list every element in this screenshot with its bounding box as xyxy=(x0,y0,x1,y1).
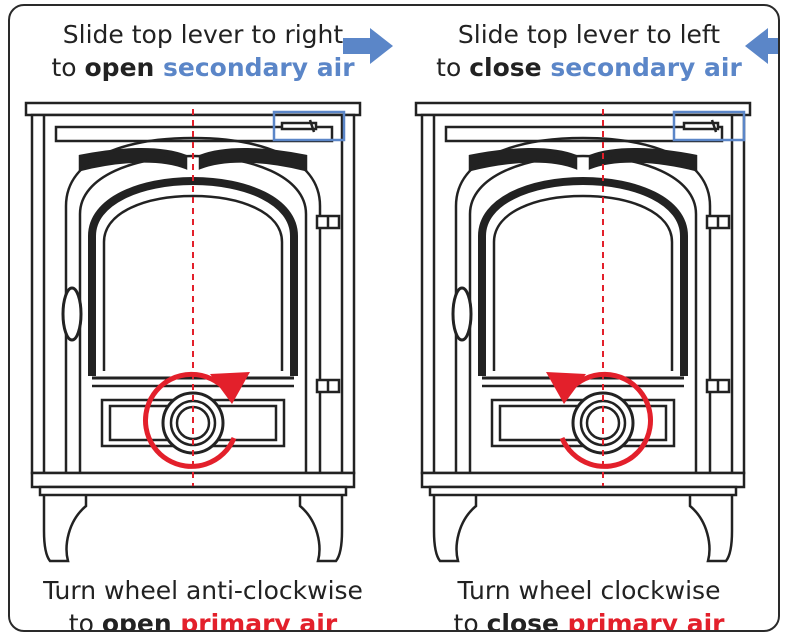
rotation-arrow-icon xyxy=(546,371,653,469)
panel-close: Slide top lever to left to close seconda… xyxy=(396,6,778,632)
right-bottom-action: close xyxy=(486,609,568,632)
right-top-target: secondary air xyxy=(550,53,742,82)
left-top-line1: Slide top lever to right xyxy=(62,20,344,49)
lever-highlight-box xyxy=(672,110,746,142)
arrow-right-icon xyxy=(343,28,393,64)
rotation-arrow-icon xyxy=(143,371,250,469)
left-bottom-action: open xyxy=(101,609,181,632)
right-bottom-caption: Turn wheel clockwise to close primary ai… xyxy=(396,574,778,632)
diagram-frame: Slide top lever to right to open seconda… xyxy=(8,4,780,632)
left-bottom-line2: to open primary air xyxy=(10,607,396,632)
left-bottom-target: primary air xyxy=(180,609,338,632)
right-bottom-line1: Turn wheel clockwise xyxy=(457,576,721,605)
arrow-left-icon xyxy=(745,28,778,64)
stove-open-illustration xyxy=(24,28,393,563)
right-top-line1: Slide top lever to left xyxy=(457,20,721,49)
stove-body xyxy=(414,101,752,563)
right-bottom-target: primary air xyxy=(567,609,725,632)
right-bottom-line2: to close primary air xyxy=(396,607,778,632)
stove-close-illustration xyxy=(414,28,778,563)
left-top-action: open xyxy=(84,53,164,82)
panel-open: Slide top lever to right to open seconda… xyxy=(10,6,396,632)
right-top-caption: Slide top lever to left to close seconda… xyxy=(396,18,778,84)
left-bottom-line1: Turn wheel anti-clockwise xyxy=(43,576,363,605)
lever-highlight-box xyxy=(272,110,346,142)
left-top-line2: to open secondary air xyxy=(51,53,355,82)
left-bottom-caption: Turn wheel anti-clockwise to open primar… xyxy=(10,574,396,632)
right-top-line2: to close secondary air xyxy=(436,53,742,82)
left-top-target: secondary air xyxy=(163,53,355,82)
right-top-action: close xyxy=(469,53,551,82)
left-top-caption: Slide top lever to right to open seconda… xyxy=(10,18,396,84)
